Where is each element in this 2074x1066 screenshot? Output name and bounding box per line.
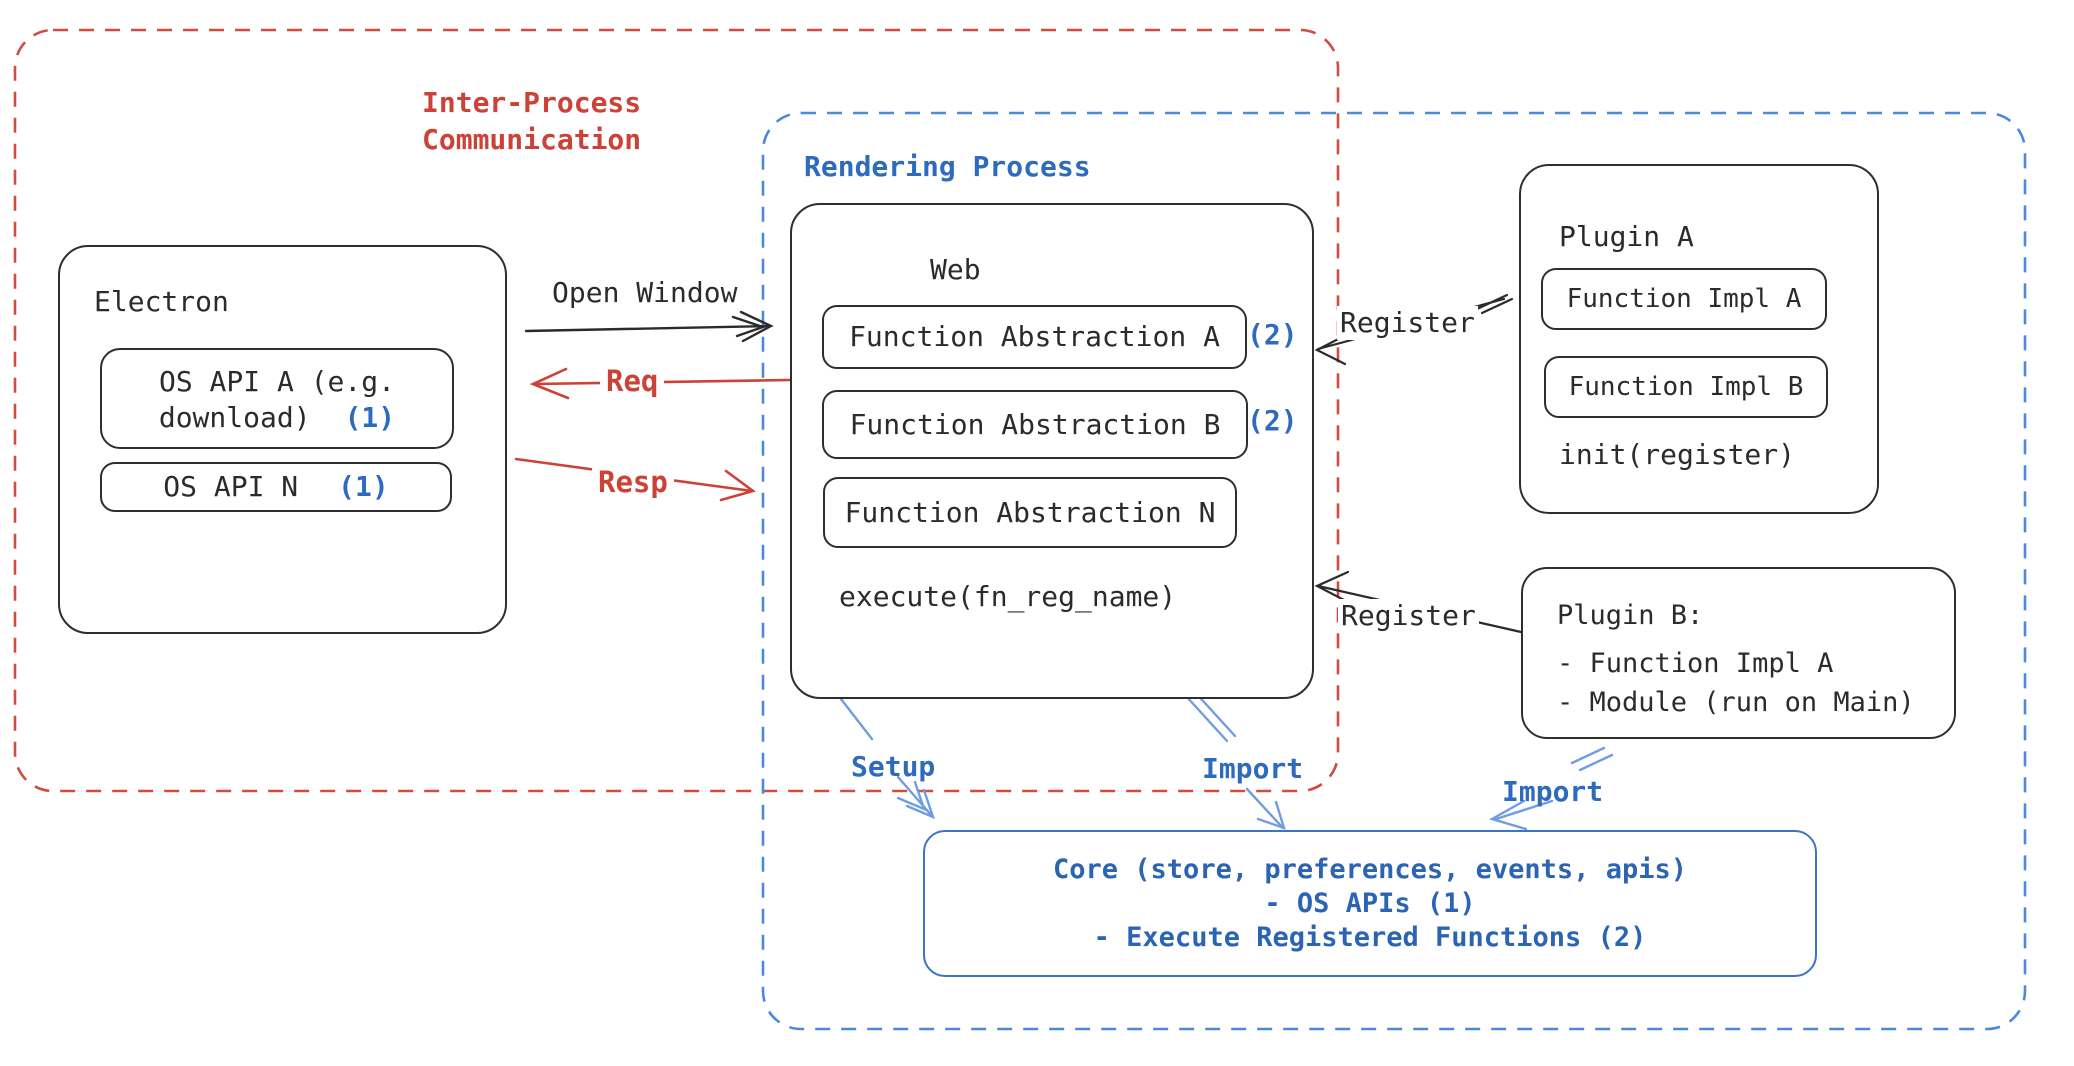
electron-box: Electron OS API A (e.g. download) (1) OS…: [58, 245, 507, 634]
os-api-a-box: OS API A (e.g. download) (1): [100, 348, 454, 449]
plugin-b-title: Plugin B:: [1557, 600, 1704, 631]
fn-a-badge: (2): [1247, 318, 1298, 351]
open-window-label: Open Window: [552, 276, 738, 309]
setup-arrow: [839, 697, 935, 820]
function-abstraction-n-box: Function Abstraction N: [823, 477, 1237, 548]
core-line-2: - OS APIs (1): [1264, 887, 1476, 919]
os-api-a-label-line1: OS API A (e.g.: [158, 364, 395, 398]
plugin-a-box: Plugin A Function Impl A Function Impl B…: [1519, 164, 1879, 514]
execute-label: execute(fn_reg_name): [839, 580, 1177, 613]
function-impl-b-box: Function Impl B: [1544, 356, 1828, 418]
plugin-b-item-1: - Function Impl A: [1557, 648, 1834, 679]
function-abstraction-a-label: Function Abstraction A: [849, 320, 1220, 353]
rendering-region-outline: [761, 111, 2027, 1031]
web-box: Web Function Abstraction A Function Abst…: [790, 203, 1314, 699]
os-api-a-badge: (1): [344, 400, 396, 434]
function-impl-b-label: Function Impl B: [1568, 372, 1804, 402]
os-api-n-badge: (1): [338, 470, 389, 503]
rendering-region-label: Rendering Process: [804, 150, 1091, 183]
resp-label: Resp: [592, 465, 674, 499]
function-abstraction-b-label: Function Abstraction B: [849, 407, 1221, 441]
ipc-region-label: Inter-Process Communication: [422, 86, 642, 156]
electron-title: Electron: [94, 285, 229, 318]
os-api-n-label: OS API N: [163, 470, 299, 503]
register-b-label: Register: [1338, 599, 1479, 633]
function-impl-a-box: Function Impl A: [1541, 268, 1827, 330]
function-abstraction-b-box: Function Abstraction B: [822, 390, 1248, 459]
web-title: Web: [930, 253, 981, 286]
import-web-label: Import: [1202, 752, 1304, 785]
core-box: Core (store, preferences, events, apis) …: [923, 830, 1817, 977]
init-register-label: init(register): [1559, 438, 1796, 471]
os-api-n-box: OS API N (1): [100, 462, 452, 512]
core-line-1: Core (store, preferences, events, apis): [1053, 853, 1687, 885]
plugin-b-box: Plugin B: - Function Impl A - Module (ru…: [1521, 567, 1956, 739]
core-line-3: - Execute Registered Functions (2): [1093, 921, 1647, 953]
setup-label: Setup: [851, 750, 936, 783]
function-impl-a-label: Function Impl A: [1566, 284, 1802, 314]
ipc-region-outline: [13, 28, 1340, 793]
import-plugin-b-arrow: [1488, 746, 1614, 831]
function-abstraction-a-box: Function Abstraction A: [822, 305, 1247, 369]
plugin-a-title: Plugin A: [1559, 220, 1694, 253]
fn-b-badge: (2): [1247, 404, 1298, 437]
register-a-label: Register: [1337, 306, 1478, 340]
function-abstraction-n-label: Function Abstraction N: [844, 495, 1216, 529]
plugin-b-item-2: - Module (run on Main): [1557, 687, 1915, 718]
import-plugin-b-label: Import: [1502, 775, 1604, 808]
open-window-arrow: [524, 310, 774, 343]
os-api-a-label-line2: download): [158, 400, 311, 434]
req-label: Req: [600, 364, 665, 398]
